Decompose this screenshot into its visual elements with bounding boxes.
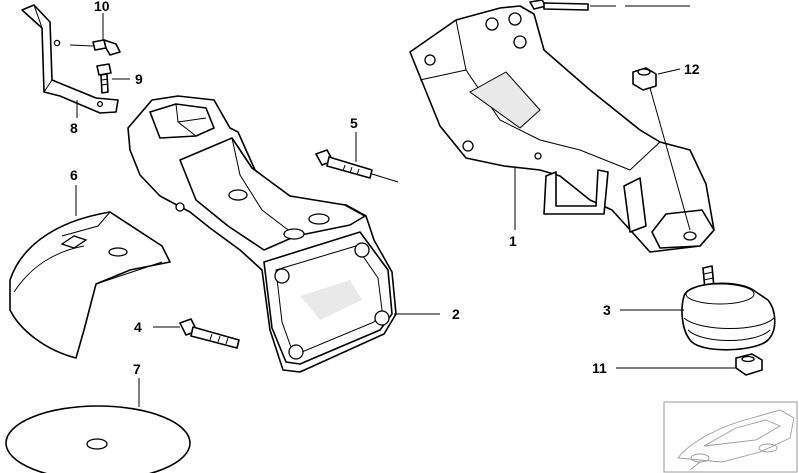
part-7-round-plate[interactable] bbox=[5, 405, 191, 473]
part-6-heat-shield[interactable] bbox=[9, 211, 171, 359]
part-5-bolt[interactable] bbox=[315, 149, 399, 183]
top-bolt[interactable] bbox=[529, 0, 616, 11]
callout-2: 2 bbox=[452, 306, 460, 322]
part-2-crossmember[interactable] bbox=[127, 95, 397, 373]
callout-5: 5 bbox=[350, 115, 358, 131]
callout-8: 8 bbox=[70, 120, 78, 136]
part-12-nut[interactable] bbox=[632, 67, 691, 231]
part-4-bolt[interactable] bbox=[179, 318, 240, 349]
leader-lines bbox=[75, 5, 736, 407]
part-9-bolt[interactable] bbox=[96, 63, 112, 94]
callout-1: 1 bbox=[509, 233, 517, 249]
callout-7: 7 bbox=[133, 361, 141, 377]
callout-4: 4 bbox=[134, 319, 142, 335]
part-8-bracket[interactable] bbox=[21, 4, 119, 114]
callout-12: 12 bbox=[684, 61, 700, 77]
part-11-nut[interactable] bbox=[735, 353, 763, 376]
callout-11: 11 bbox=[592, 360, 607, 376]
callout-3: 3 bbox=[603, 302, 611, 318]
part-1-engine-bracket[interactable] bbox=[409, 5, 715, 253]
callout-9: 9 bbox=[135, 71, 143, 87]
callout-10: 10 bbox=[94, 0, 110, 14]
vehicle-location-inset bbox=[663, 401, 798, 473]
part-3-engine-mount[interactable] bbox=[681, 265, 776, 351]
part-10-bolt[interactable] bbox=[69, 39, 121, 56]
callout-6: 6 bbox=[70, 167, 78, 183]
